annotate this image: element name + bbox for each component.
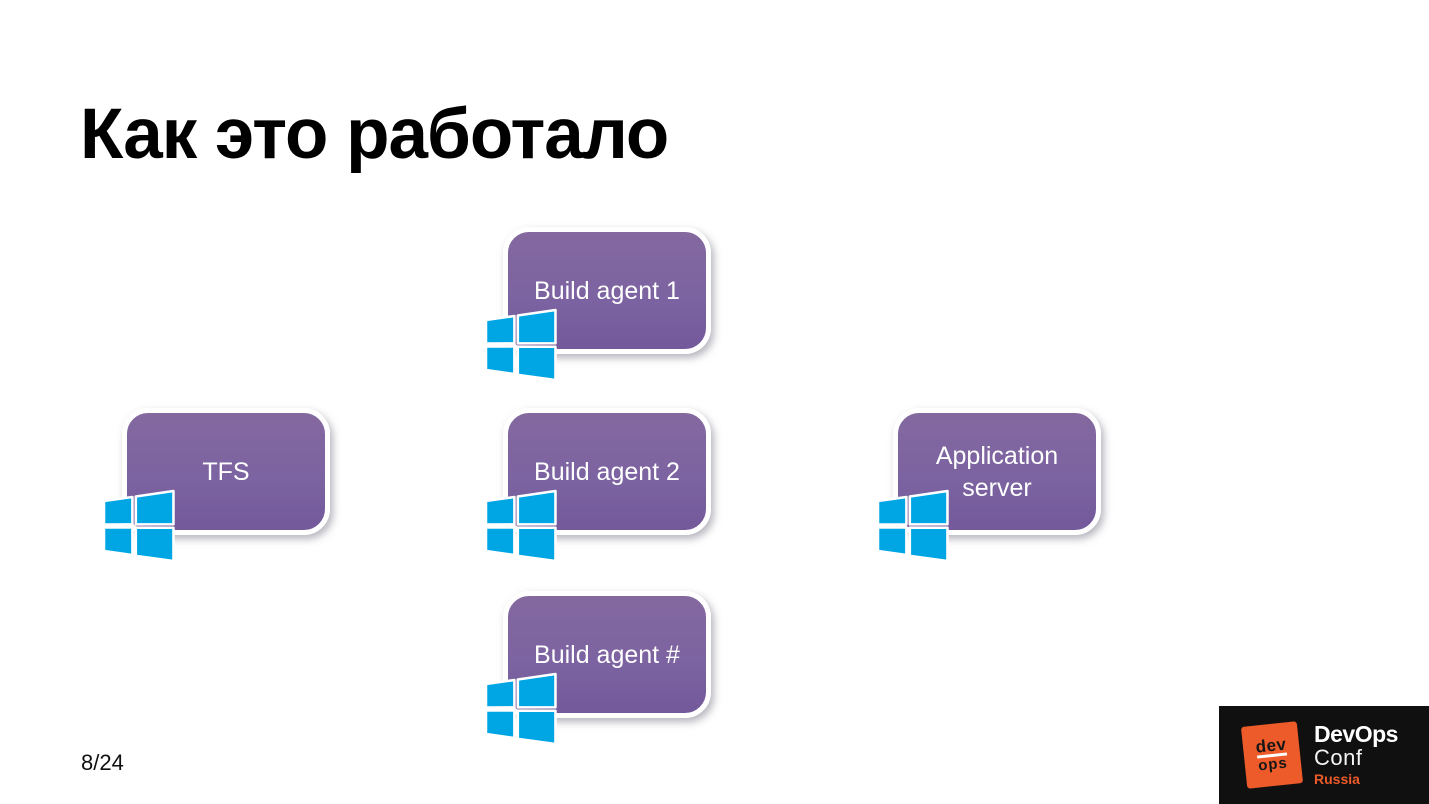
devops-badge-icon: dev ops <box>1240 721 1304 789</box>
node-label: Application server <box>935 441 1059 502</box>
node-label: Build agent 2 <box>534 457 680 486</box>
windows-logo-icon <box>102 489 175 563</box>
node-label: TFS <box>202 457 250 486</box>
devopsconf-wordmark: DevOps Conf Russia <box>1314 720 1398 788</box>
node-label: Build agent 1 <box>534 276 680 305</box>
windows-logo-icon <box>484 308 557 382</box>
windows-logo-icon <box>484 489 557 563</box>
devopsconf-logo: dev ops DevOps Conf Russia <box>1219 706 1429 804</box>
windows-logo-icon <box>876 489 949 563</box>
page-number: 8/24 <box>81 750 124 775</box>
node-tfs: TFS <box>122 408 330 535</box>
wordmark-russia: Russia <box>1314 770 1360 787</box>
windows-logo-icon <box>484 672 557 746</box>
wordmark-conf: Conf <box>1314 744 1363 770</box>
slide-title: Как это работало <box>80 94 669 174</box>
node-label: Build agent # <box>534 640 680 669</box>
badge-ops-text: ops <box>1257 754 1289 775</box>
wordmark-devops: DevOps <box>1314 720 1398 747</box>
